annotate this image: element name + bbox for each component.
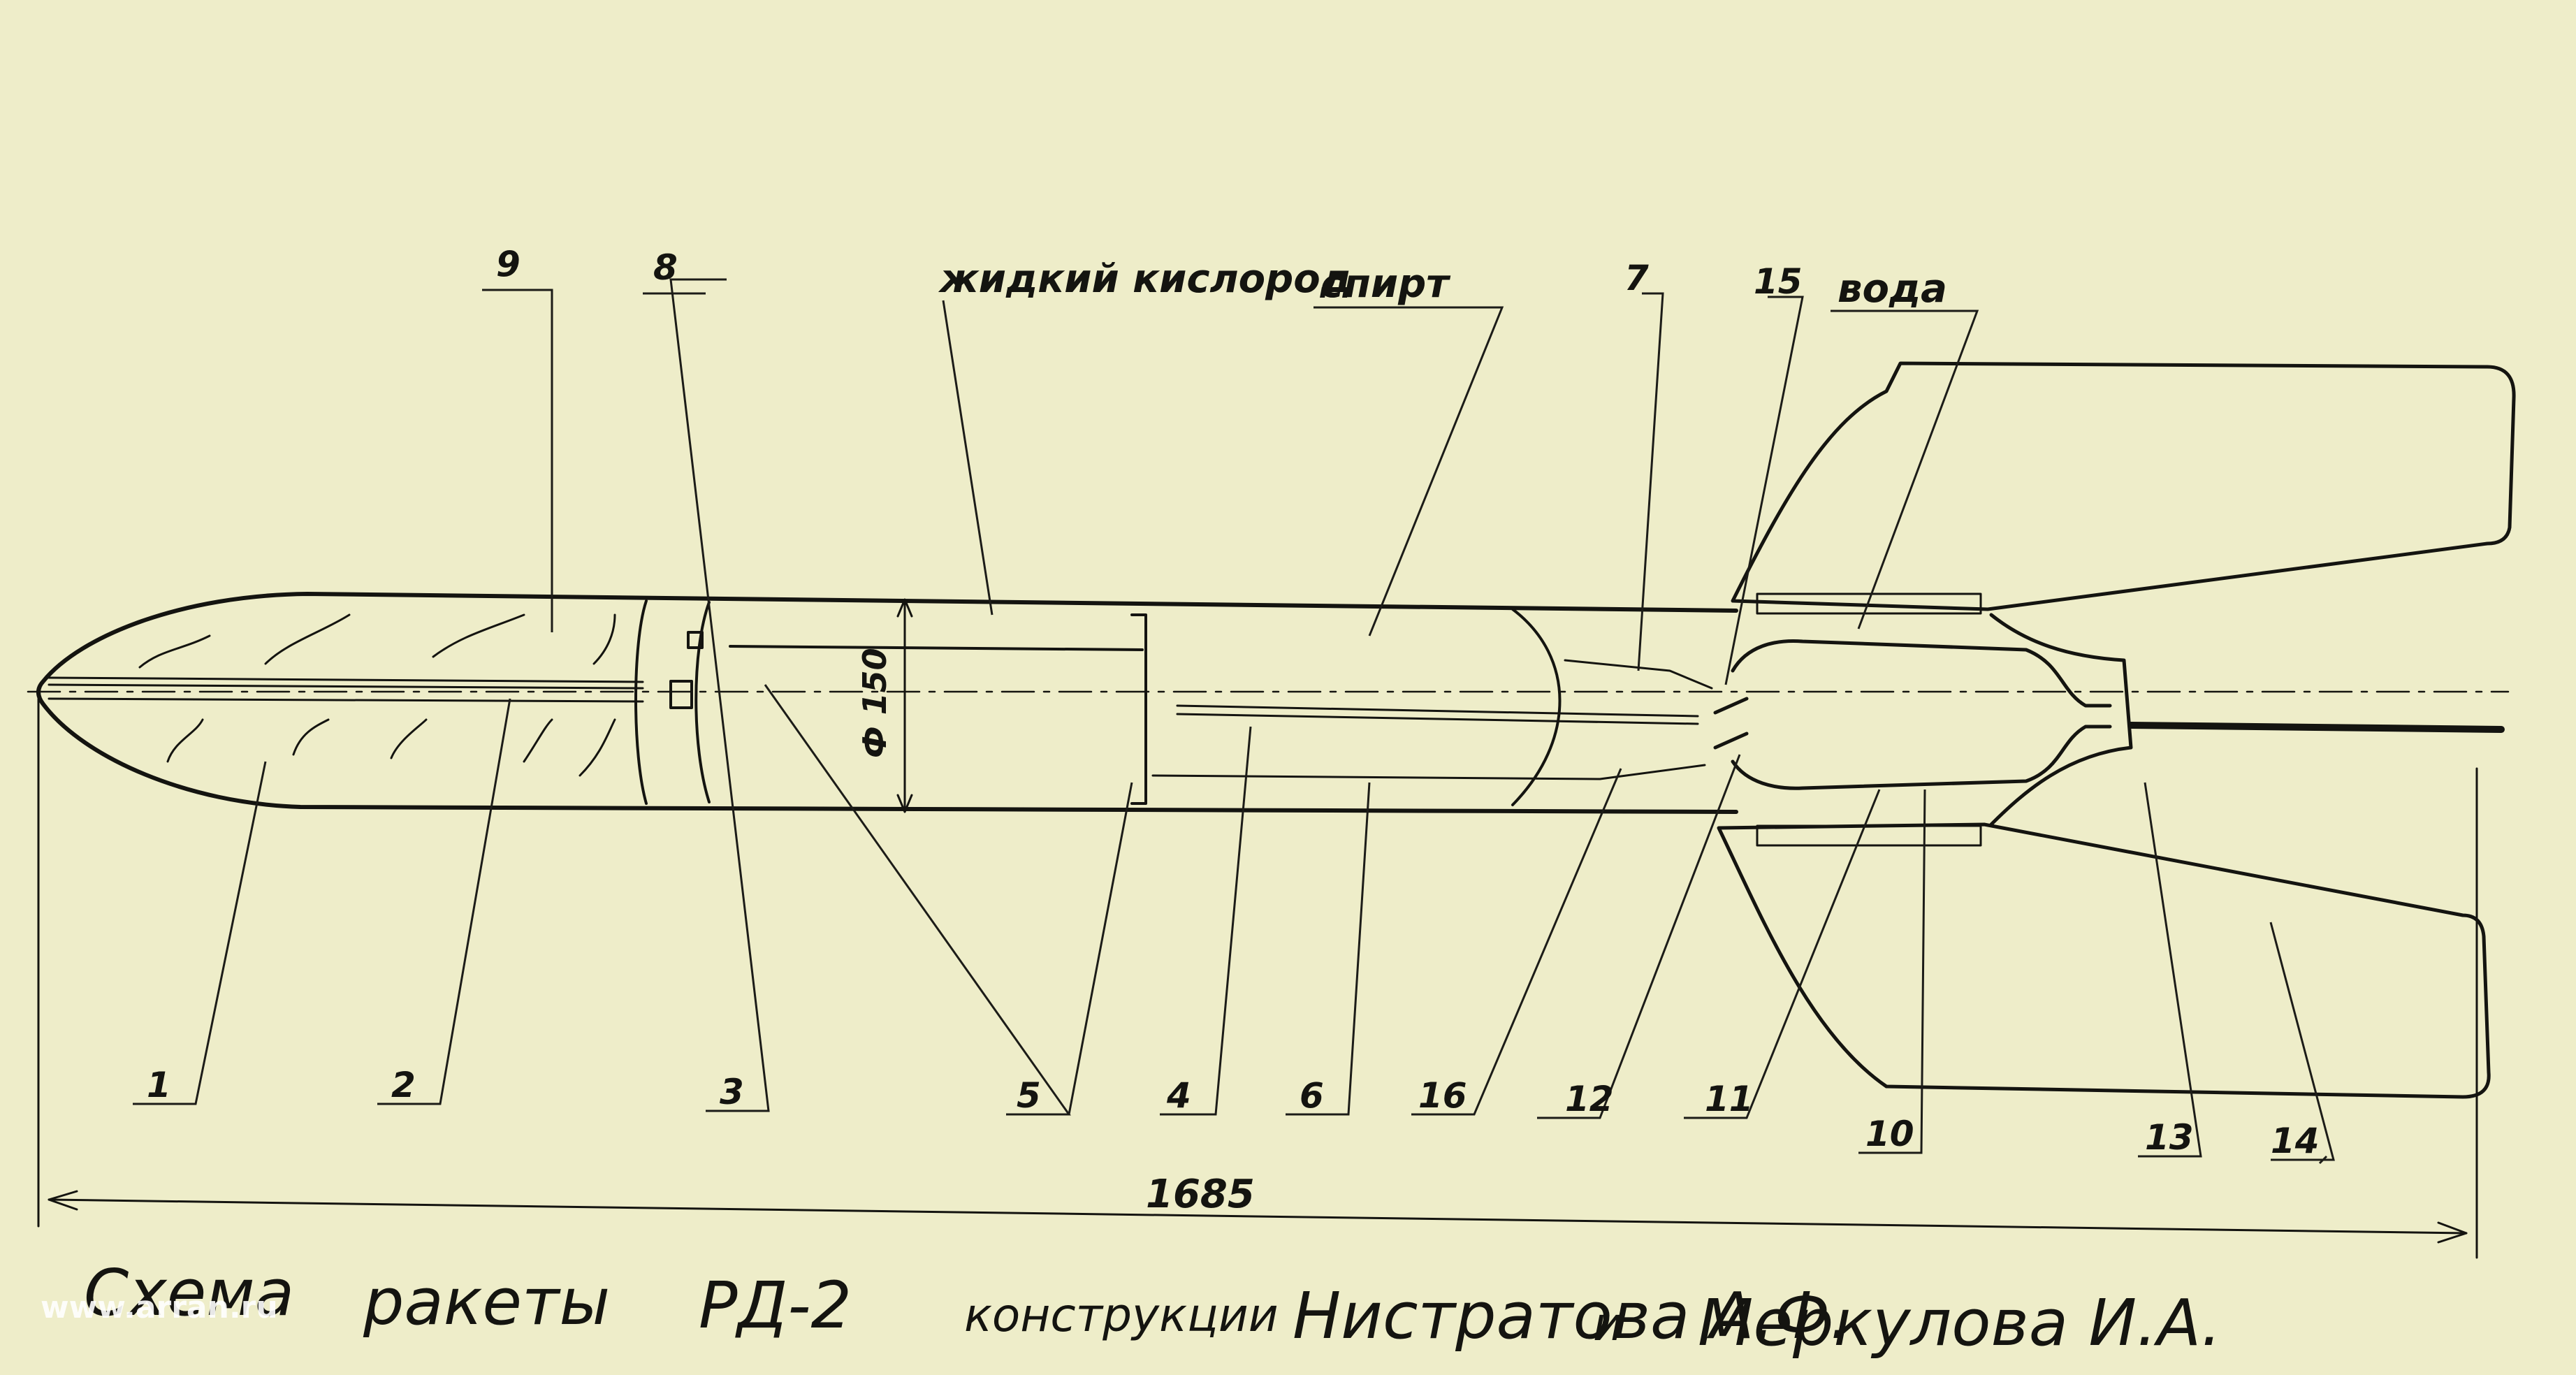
title-author-1: Нистратова А.Ф.: [1293, 1279, 1850, 1353]
label-4: 4: [1166, 1075, 1191, 1116]
label-10: 10: [1865, 1114, 1914, 1154]
label-7: 7: [1624, 258, 1649, 298]
site-watermark: www.arran.ru: [41, 1290, 278, 1325]
label-16: 16: [1418, 1075, 1467, 1116]
label-liquid-oxygen: жидкий кислород: [938, 256, 1352, 302]
diameter-label: Ф 150: [856, 648, 894, 758]
label-3: 3: [720, 1072, 744, 1112]
label-9: 9: [496, 244, 521, 284]
title-design: конструкции: [964, 1288, 1279, 1342]
label-1: 1: [147, 1065, 171, 1105]
title-model: РД-2: [699, 1268, 852, 1343]
label-13: 13: [2145, 1117, 2194, 1158]
label-12: 12: [1565, 1079, 1614, 1119]
label-2: 2: [391, 1065, 416, 1105]
label-alcohol: спирт: [1320, 261, 1451, 307]
nose-cone-swirls: [138, 613, 616, 777]
length-dimension: [37, 697, 2478, 1259]
title-rocket: ракеты: [363, 1265, 610, 1339]
bulkheads: [634, 599, 1562, 806]
rocket-body-outline: [36, 592, 1738, 814]
label-5: 5: [1017, 1075, 1041, 1116]
label-11: 11: [1705, 1079, 1754, 1119]
label-6: 6: [1300, 1075, 1324, 1116]
upper-fin: [1731, 361, 2516, 611]
label-15: 15: [1754, 261, 1803, 302]
feed-pipes: [1151, 659, 1713, 780]
title-author-2: Меркулова И.А.: [1698, 1286, 2222, 1360]
leader-lines: [133, 278, 2335, 1165]
diameter-dimension: [896, 598, 913, 813]
length-label: 1685: [1146, 1172, 1255, 1217]
label-8: 8: [653, 247, 678, 288]
label-water: вода: [1838, 266, 1947, 312]
lower-fin: [1717, 822, 2491, 1099]
label-14: 14: [2271, 1121, 2320, 1161]
title-and: и: [1593, 1297, 1623, 1351]
nose-rod: [48, 676, 644, 703]
engine: [1713, 592, 2505, 847]
title-scheme: Схема: [84, 1256, 294, 1330]
